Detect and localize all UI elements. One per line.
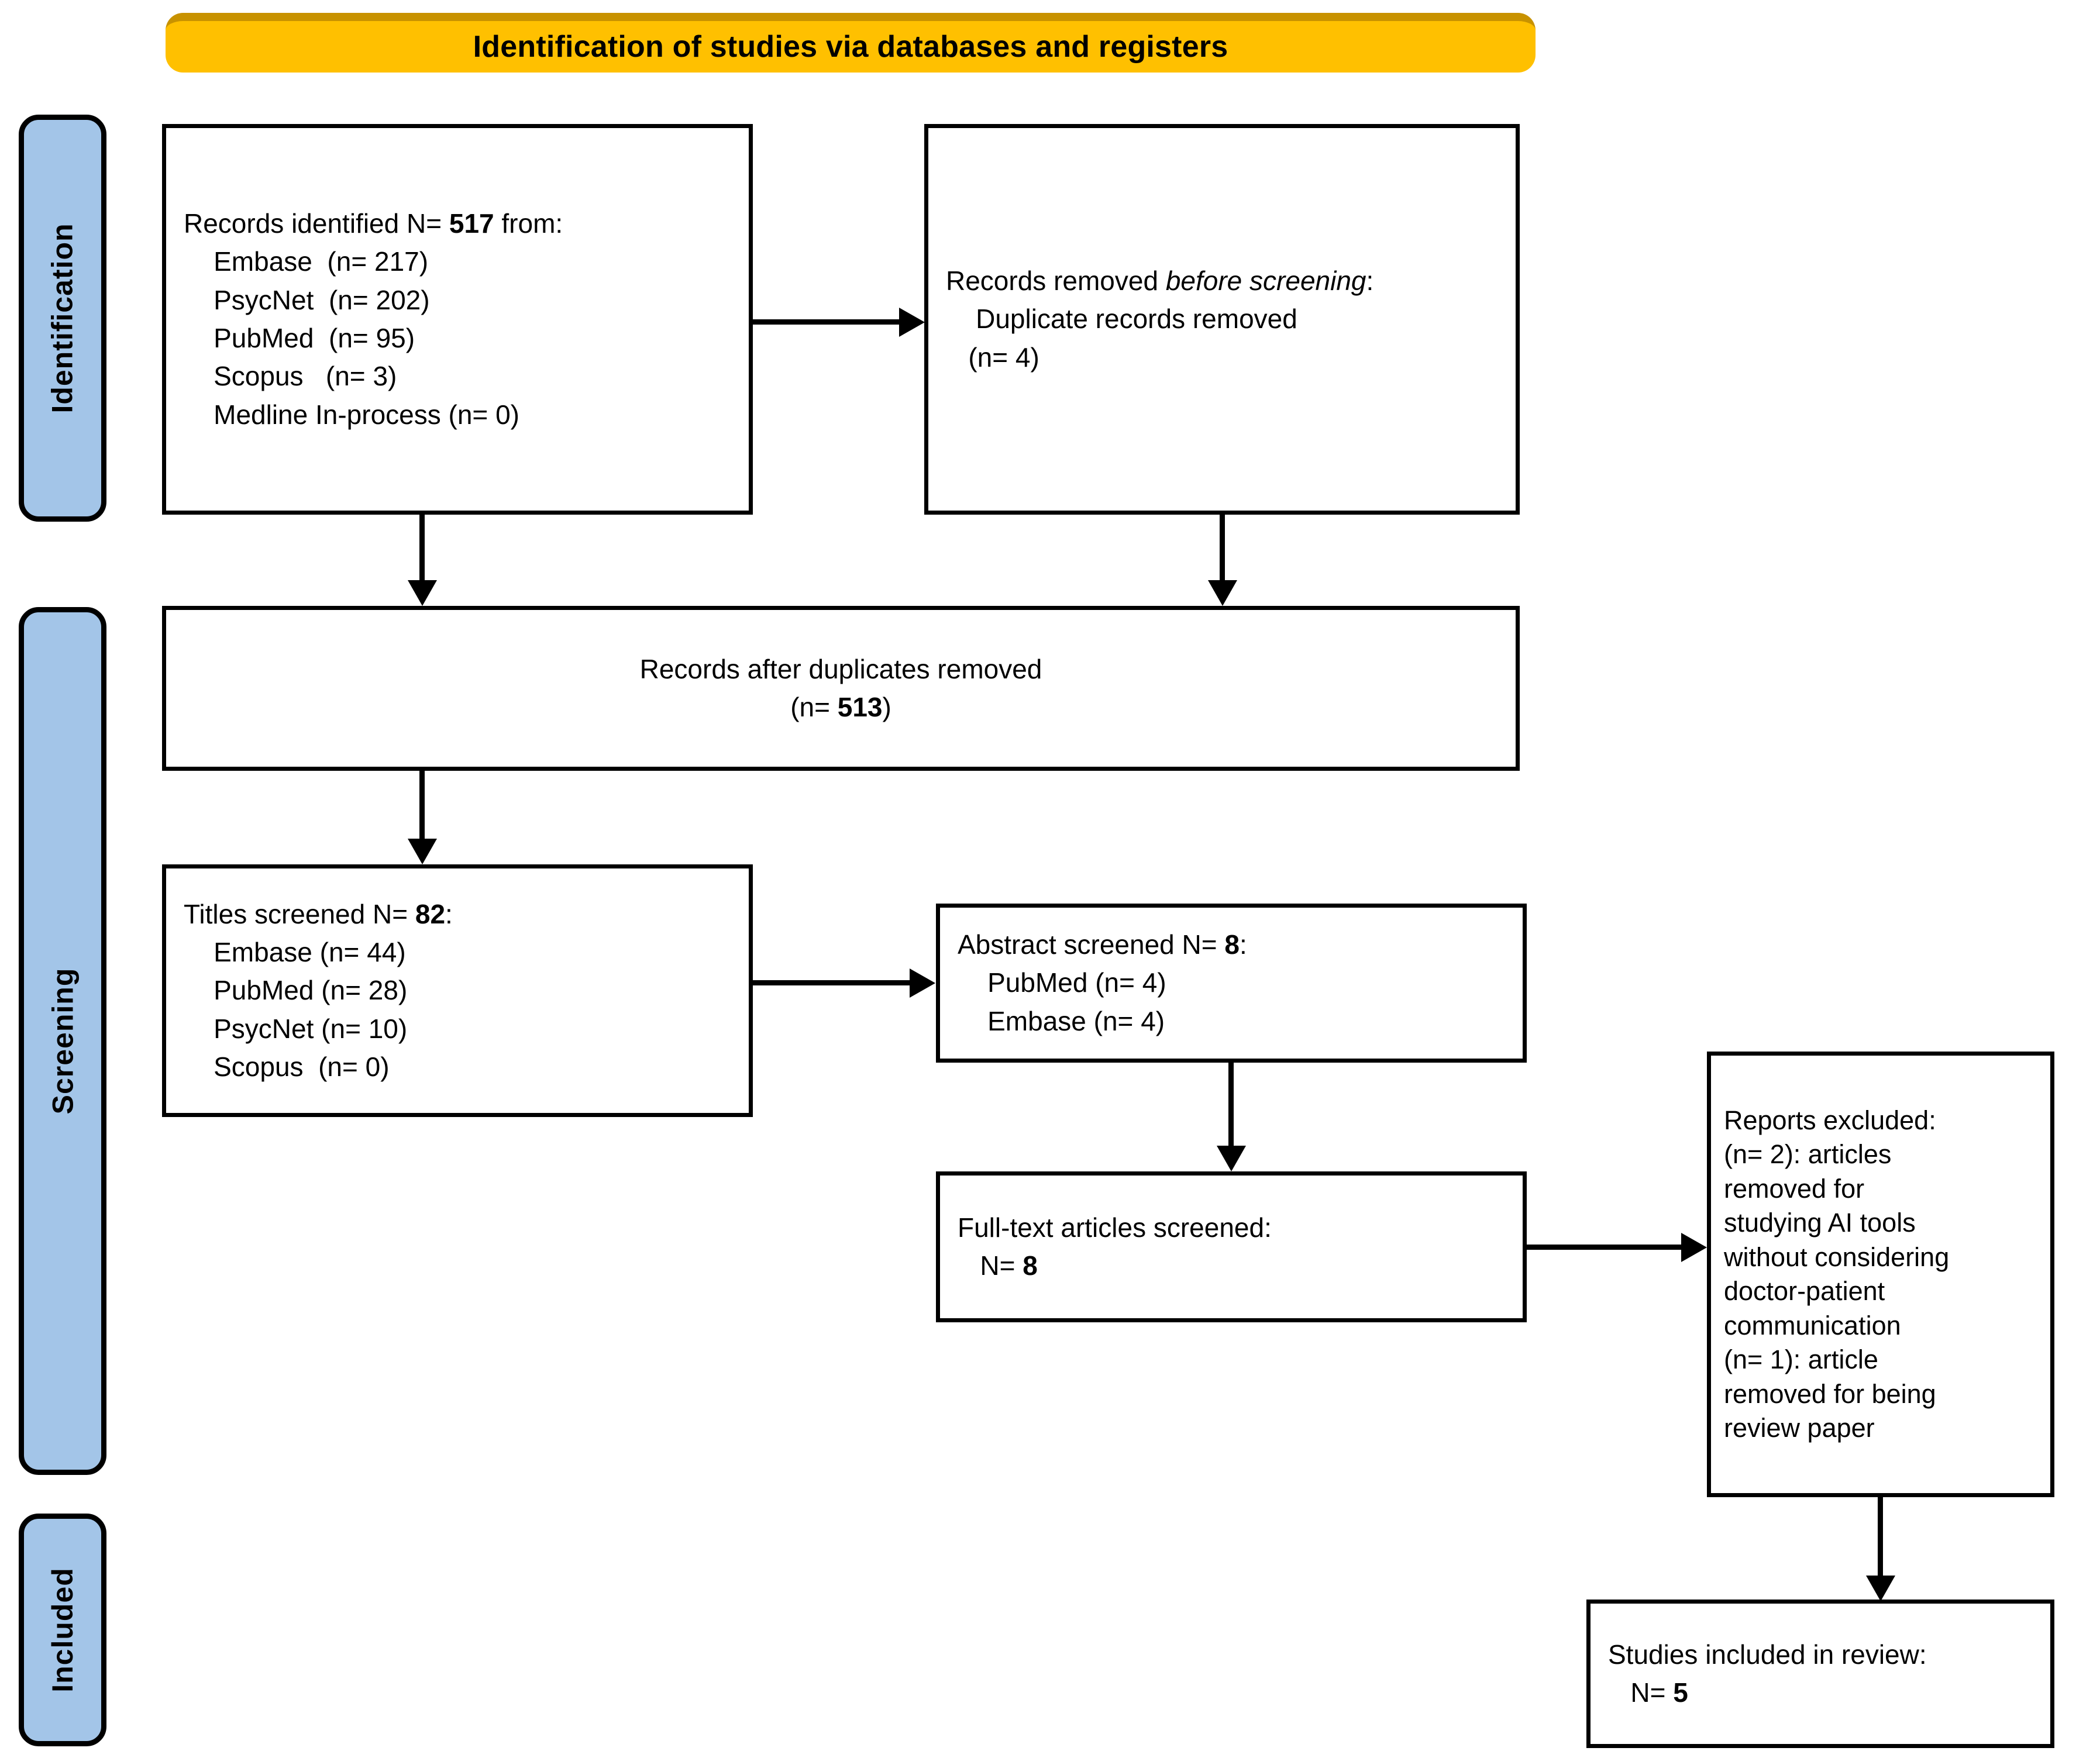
diagram-title: Identification of studies via databases … (473, 30, 1228, 64)
studies-included-prefix: N= (1630, 1677, 1666, 1708)
stage-label-included: Included (46, 1567, 80, 1692)
node-records-identified: Records identified N= 517 from: Embase (… (162, 124, 753, 515)
records-after-duplicates-prefix: (n= (790, 692, 838, 722)
connector-removed-down (1220, 515, 1225, 580)
records-removed-colon: : (1366, 266, 1374, 297)
diagram-header-banner: Identification of studies via databases … (166, 13, 1536, 73)
reports-excluded-text: Reports excluded: (n= 2): articles remov… (1724, 1105, 1950, 1443)
connector-excluded-to-included (1878, 1497, 1883, 1576)
stage-label-screening: Screening (46, 967, 79, 1115)
connector-identified-to-removed (753, 319, 899, 325)
records-removed-lead: Records removed (946, 266, 1166, 297)
fulltext-screened-prefix: N= (980, 1250, 1015, 1281)
fulltext-screened-line1: Full-text articles screened: (958, 1212, 1272, 1243)
titles-screened-total: 82 (415, 898, 446, 929)
arrowhead-duplicates-to-titles (408, 839, 437, 864)
node-reports-excluded: Reports excluded: (n= 2): articles remov… (1707, 1052, 2054, 1497)
records-removed-text: Records removed before screening: Duplic… (928, 262, 1516, 377)
stage-label-identification: Identification (46, 223, 80, 413)
records-after-duplicates-suffix: ) (882, 692, 891, 722)
node-fulltext-screened: Full-text articles screened: N= 8 (936, 1171, 1527, 1322)
connector-titles-to-abstract (753, 980, 910, 985)
node-titles-screened: Titles screened N= 82: Embase (n= 44) Pu… (162, 864, 753, 1117)
arrowhead-removed-down (1208, 580, 1237, 606)
fulltext-screened-text: Full-text articles screened: N= 8 (940, 1209, 1523, 1285)
records-removed-emphasis: before screening (1165, 266, 1366, 297)
abstract-screened-sources: PubMed (n= 4) Embase (n= 4) (987, 967, 1166, 1036)
studies-included-line1: Studies included in review: (1608, 1639, 1927, 1670)
records-identified-total: 517 (449, 208, 494, 239)
records-identified-from: from: (494, 208, 563, 239)
stage-bar-included: Included (19, 1514, 106, 1746)
abstract-screened-colon: : (1239, 929, 1247, 960)
connector-identified-down (419, 515, 425, 580)
node-records-after-duplicates: Records after duplicates removed (n= 513) (162, 606, 1520, 771)
abstract-screened-text: Abstract screened N= 8: PubMed (n= 4) Em… (940, 926, 1523, 1040)
records-after-duplicates-text: Records after duplicates removed (n= 513) (640, 650, 1042, 727)
connector-duplicates-to-titles (419, 771, 425, 839)
stage-bar-identification: Identification (19, 115, 106, 522)
fulltext-screened-count: 8 (1023, 1250, 1038, 1281)
connector-abstract-to-fulltext (1228, 1063, 1234, 1146)
studies-included-text: Studies included in review: N= 5 (1591, 1636, 2050, 1712)
arrowhead-excluded-to-included (1866, 1576, 1895, 1601)
arrowhead-abstract-to-fulltext (1217, 1146, 1246, 1171)
titles-screened-sources: Embase (n= 44) PubMed (n= 28) PsycNet (n… (214, 937, 408, 1082)
titles-screened-colon: : (445, 898, 453, 929)
arrowhead-titles-to-abstract (910, 968, 935, 998)
node-records-removed-before-screening: Records removed before screening: Duplic… (924, 124, 1520, 515)
abstract-screened-total: 8 (1224, 929, 1240, 960)
records-identified-sources: Embase (n= 217) PsycNet (n= 202) PubMed … (214, 246, 519, 430)
connector-fulltext-to-excluded (1527, 1245, 1681, 1250)
arrowhead-fulltext-to-excluded (1681, 1233, 1707, 1262)
node-abstract-screened: Abstract screened N= 8: PubMed (n= 4) Em… (936, 904, 1527, 1063)
records-after-duplicates-line1: Records after duplicates removed (639, 653, 1042, 684)
stage-bar-screening: Screening (19, 607, 106, 1475)
records-after-duplicates-count: 513 (837, 692, 883, 722)
arrowhead-identified-to-removed (899, 308, 925, 337)
arrowhead-identified-down (408, 580, 437, 606)
records-removed-detail: Duplicate records removed (n= 4) (968, 304, 1297, 373)
node-studies-included: Studies included in review: N= 5 (1586, 1600, 2054, 1748)
records-identified-lead: Records identified N= (184, 208, 449, 239)
records-identified-text: Records identified N= 517 from: Embase (… (166, 205, 749, 434)
titles-screened-lead: Titles screened N= (184, 898, 415, 929)
abstract-screened-lead: Abstract screened N= (958, 929, 1225, 960)
titles-screened-text: Titles screened N= 82: Embase (n= 44) Pu… (166, 895, 749, 1087)
studies-included-count: 5 (1673, 1677, 1688, 1708)
